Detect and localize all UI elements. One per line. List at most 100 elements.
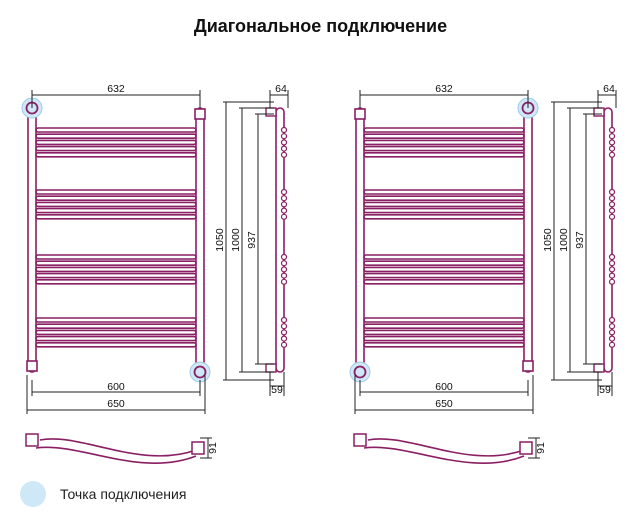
profile-curve-inner — [35, 446, 197, 464]
crossbar — [35, 266, 197, 273]
dimension-width-inner: 600 — [435, 381, 453, 393]
dimension-width-top: 632 — [435, 83, 453, 95]
dimension-width-inner: 600 — [107, 381, 125, 393]
crossbar-section — [280, 323, 288, 330]
crossbar-section — [280, 151, 288, 158]
crossbar — [363, 214, 525, 220]
crossbar-section — [280, 213, 288, 220]
left-vertical-pipe — [355, 107, 365, 373]
left-vertical-pipe — [27, 107, 37, 373]
dimension-height-mid: 1000 — [558, 228, 570, 252]
crossbar-section — [608, 272, 616, 279]
crossbar — [35, 133, 197, 139]
dimension-depth-top: 64 — [603, 83, 615, 95]
crossbar-section — [608, 213, 616, 220]
dimension-height-outer: 1050 — [214, 228, 226, 252]
side-bracket — [593, 363, 605, 373]
side-bracket — [265, 107, 277, 117]
crossbar — [363, 266, 525, 273]
crossbar — [35, 139, 197, 146]
profile-end-left — [25, 433, 39, 447]
crossbar-section — [280, 207, 288, 214]
profile-curve — [39, 438, 197, 457]
crossbar-section — [280, 133, 288, 140]
crossbar-section — [608, 329, 616, 336]
crossbar-section — [608, 323, 616, 330]
crossbar — [363, 139, 525, 146]
crossbar — [35, 189, 197, 195]
dimension-height-outer: 1050 — [542, 228, 554, 252]
crossbar — [363, 207, 525, 214]
crossbar-section — [280, 145, 288, 152]
crossbar — [363, 195, 525, 201]
dimension-height-mid: 1000 — [230, 228, 242, 252]
crossbar — [35, 272, 197, 279]
crossbar-section — [608, 253, 616, 261]
crossbar — [363, 201, 525, 208]
connection-point-icon — [189, 361, 211, 383]
crossbar-section — [280, 272, 288, 279]
crossbar-section — [608, 266, 616, 273]
dimension-profile-depth: 91 — [535, 442, 547, 454]
crossbar-section — [280, 335, 288, 342]
crossbar — [35, 323, 197, 330]
crossbar — [363, 189, 525, 195]
profile-curve — [367, 438, 525, 457]
crossbar-section — [608, 335, 616, 342]
pipe-cap — [354, 108, 366, 120]
profile-end-right — [191, 441, 205, 455]
crossbar — [363, 278, 525, 285]
crossbar-section — [280, 195, 288, 202]
side-view-pipe — [275, 107, 285, 373]
crossbar-section — [280, 253, 288, 261]
crossbar-section — [280, 278, 288, 285]
page-title: Диагональное подключение — [193, 16, 448, 36]
crossbar — [35, 329, 197, 336]
crossbar-section — [608, 207, 616, 214]
crossbar — [363, 272, 525, 279]
pipe-cap — [194, 108, 206, 120]
inlet-nut — [193, 365, 207, 379]
crossbar — [35, 341, 197, 348]
side-bracket — [593, 107, 605, 117]
right-vertical-pipe — [195, 107, 205, 373]
crossbar — [35, 207, 197, 214]
crossbar-section — [608, 316, 616, 324]
crossbar — [35, 195, 197, 201]
crossbar — [363, 260, 525, 267]
crossbar — [35, 335, 197, 342]
crossbar-section — [280, 329, 288, 336]
crossbar — [35, 152, 197, 158]
dimension-depth-top: 64 — [275, 83, 287, 95]
crossbar — [363, 254, 525, 260]
crossbar — [35, 254, 197, 260]
crossbar-section — [280, 260, 288, 267]
crossbar — [35, 214, 197, 220]
crossbar — [35, 201, 197, 208]
crossbar-section — [280, 316, 288, 324]
dimension-height-inner: 937 — [574, 231, 586, 249]
crossbar-section — [608, 126, 616, 134]
crossbar — [363, 152, 525, 158]
side-view-pipe — [603, 107, 613, 373]
crossbar-section — [280, 266, 288, 273]
crossbar-section — [608, 260, 616, 267]
crossbar-section — [608, 151, 616, 158]
legend-label: Точка подключения — [60, 486, 187, 502]
dimension-width-outer: 650 — [107, 398, 125, 410]
crossbar — [35, 145, 197, 152]
crossbar — [35, 260, 197, 267]
profile-curve-inner — [363, 446, 525, 464]
crossbar — [363, 335, 525, 342]
crossbar-section — [608, 145, 616, 152]
dimension-depth-bottom: 59 — [271, 384, 283, 396]
crossbar — [363, 341, 525, 348]
right-vertical-pipe — [523, 107, 533, 373]
crossbar-section — [280, 188, 288, 196]
crossbar — [35, 278, 197, 285]
side-bracket — [265, 363, 277, 373]
crossbar-section — [280, 139, 288, 146]
